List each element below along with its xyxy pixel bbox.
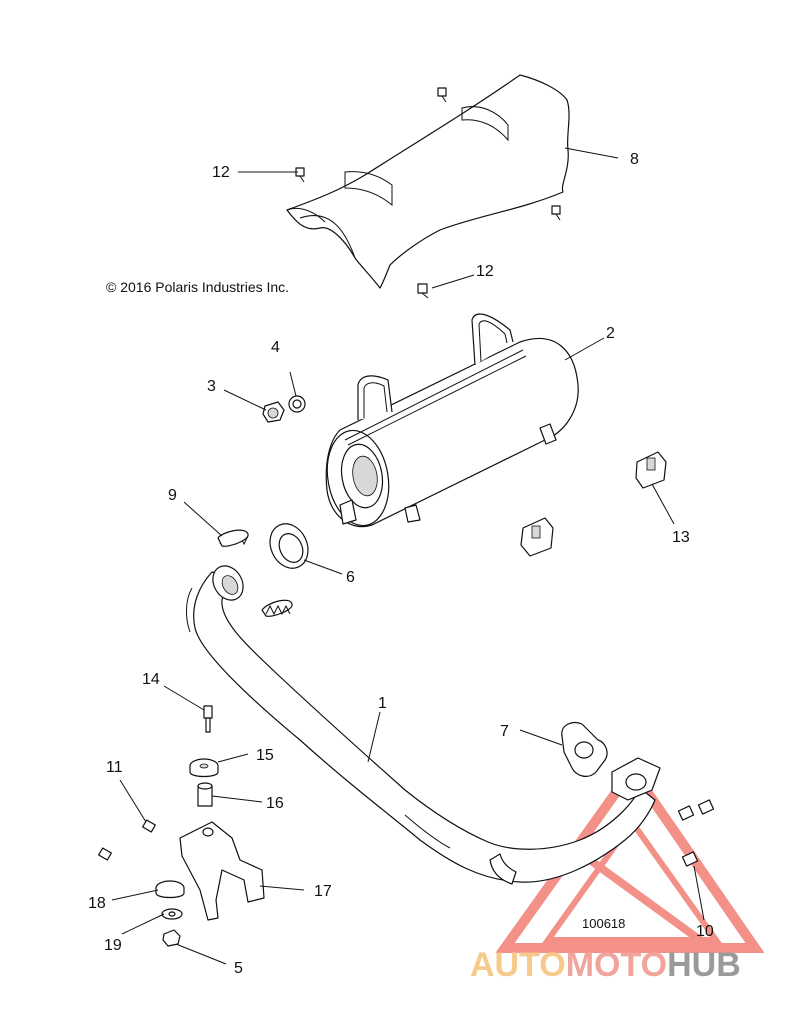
callout-15: 15 <box>256 747 274 764</box>
drain-plug-part <box>262 401 285 423</box>
mounting-bracket-part <box>179 821 265 921</box>
grommet-part-18 <box>155 880 185 899</box>
watermark-auto: AUTO <box>470 946 566 984</box>
flange-gasket-part <box>561 722 608 777</box>
muffler-part <box>325 313 579 528</box>
shield-bolt-left <box>295 167 305 183</box>
callout-6: 6 <box>346 569 355 586</box>
svg-text:AUTOMOTOHUB: AUTOMOTOHUB <box>470 946 741 984</box>
mounting-bolt-part <box>203 705 213 733</box>
callout-7: 7 <box>500 723 509 740</box>
screw-part-11 <box>98 819 156 861</box>
callout-12-upper: 12 <box>212 164 230 181</box>
leader-lines <box>111 147 705 965</box>
spring-part-upper <box>217 529 249 547</box>
grommet-part <box>189 758 219 778</box>
callout-16: 16 <box>266 795 284 812</box>
callout-9: 9 <box>168 487 177 504</box>
rubber-isolator-part-upper <box>635 451 667 489</box>
sleeve-part <box>197 782 213 807</box>
callout-labels: 8 12 12 2 4 3 9 13 6 14 1 7 15 11 16 17 … <box>88 151 714 977</box>
callout-5: 5 <box>234 960 243 977</box>
shield-bolt-right <box>551 205 561 221</box>
nut-part <box>162 929 181 947</box>
callout-17: 17 <box>314 883 332 900</box>
diagram-reference-number: 100618 <box>582 916 625 931</box>
copyright-notice: © 2016 Polaris Industries Inc. <box>106 279 289 295</box>
callout-3: 3 <box>207 378 216 395</box>
callout-13: 13 <box>672 529 690 546</box>
flange-bolts-part <box>677 799 715 867</box>
callout-11: 11 <box>106 759 123 776</box>
callout-19: 19 <box>104 937 122 954</box>
callout-14: 14 <box>142 671 160 688</box>
shield-bolt-top <box>437 87 447 103</box>
rubber-isolator-part-lower <box>520 517 554 557</box>
exhaust-seal-part <box>269 523 309 569</box>
heat-shield-part <box>286 74 570 289</box>
callout-1: 1 <box>378 695 387 712</box>
callout-10: 10 <box>696 923 714 940</box>
washer-part-19 <box>161 908 183 920</box>
callout-8: 8 <box>630 151 639 168</box>
callout-12-lower: 12 <box>476 263 494 280</box>
watermark-hub: HUB <box>667 946 741 984</box>
callout-4: 4 <box>271 339 280 356</box>
watermark-wordmark: AUTOMOTOHUB <box>470 946 741 984</box>
callout-2: 2 <box>606 325 615 342</box>
washer-part-4 <box>288 395 306 413</box>
spring-part-lower <box>261 599 293 617</box>
watermark-moto: MOTO <box>566 946 667 984</box>
head-pipe-part <box>186 565 661 885</box>
shield-bolt-bottom <box>417 283 429 299</box>
callout-18: 18 <box>88 895 106 912</box>
